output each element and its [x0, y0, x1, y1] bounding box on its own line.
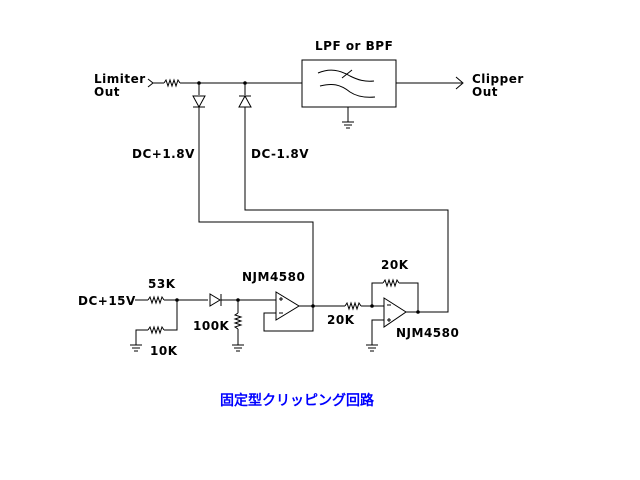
opamp-inverter: NJM4580	[383, 297, 459, 340]
filter-curve-icon	[317, 69, 375, 82]
output-label-line2: Out	[472, 85, 498, 99]
filter-box	[301, 59, 397, 108]
input-label-line2: Out	[94, 85, 120, 99]
supply-label: DC+15V	[78, 294, 136, 308]
filter-block: LPF or BPF	[301, 39, 397, 129]
opamp2-label: NJM4580	[396, 326, 459, 340]
output-arrow-icon	[455, 76, 464, 90]
input-resistor	[163, 78, 181, 88]
resistor-53k	[147, 295, 165, 305]
pos-clip-voltage-label: DC+1.8V	[132, 147, 195, 161]
opamp1-label: NJM4580	[242, 270, 305, 284]
bias-diode	[209, 293, 222, 307]
ground-icon	[130, 344, 142, 352]
plus-icon	[387, 318, 391, 322]
resistor-20k-feedback	[382, 278, 400, 288]
resistor-10k	[147, 325, 165, 335]
resistor-20k-feedback-label: 20K	[381, 258, 409, 272]
resistor-100k-label: 100K	[193, 319, 230, 333]
junction-dot	[416, 310, 420, 314]
plus-icon	[279, 297, 283, 301]
ground-icon	[232, 344, 244, 352]
diagram-title: 固定型クリッピング回路	[220, 392, 375, 409]
resistor-20k-input	[344, 301, 362, 311]
input-terminal: Limiter Out	[94, 72, 154, 99]
neg-clip-voltage-label: DC-1.8V	[251, 147, 309, 161]
junction-dot	[311, 304, 315, 308]
output-label-line1: Clipper	[472, 72, 524, 86]
clip-diode-negative	[238, 83, 449, 313]
resistor-100k	[233, 312, 243, 330]
ground-icon	[366, 344, 378, 352]
resistor-10k-label: 10K	[150, 344, 178, 358]
opamp-buffer: NJM4580	[242, 270, 345, 332]
resistor-20k-input-label: 20K	[327, 313, 355, 327]
filter-curve-icon	[319, 83, 376, 98]
resistor-53k-label: 53K	[148, 277, 176, 291]
filter-label: LPF or BPF	[315, 39, 393, 53]
clip-diode-positive	[192, 83, 314, 305]
input-label-line1: Limiter	[94, 72, 146, 86]
input-arrow-icon	[147, 78, 154, 88]
ground-icon	[342, 121, 354, 129]
